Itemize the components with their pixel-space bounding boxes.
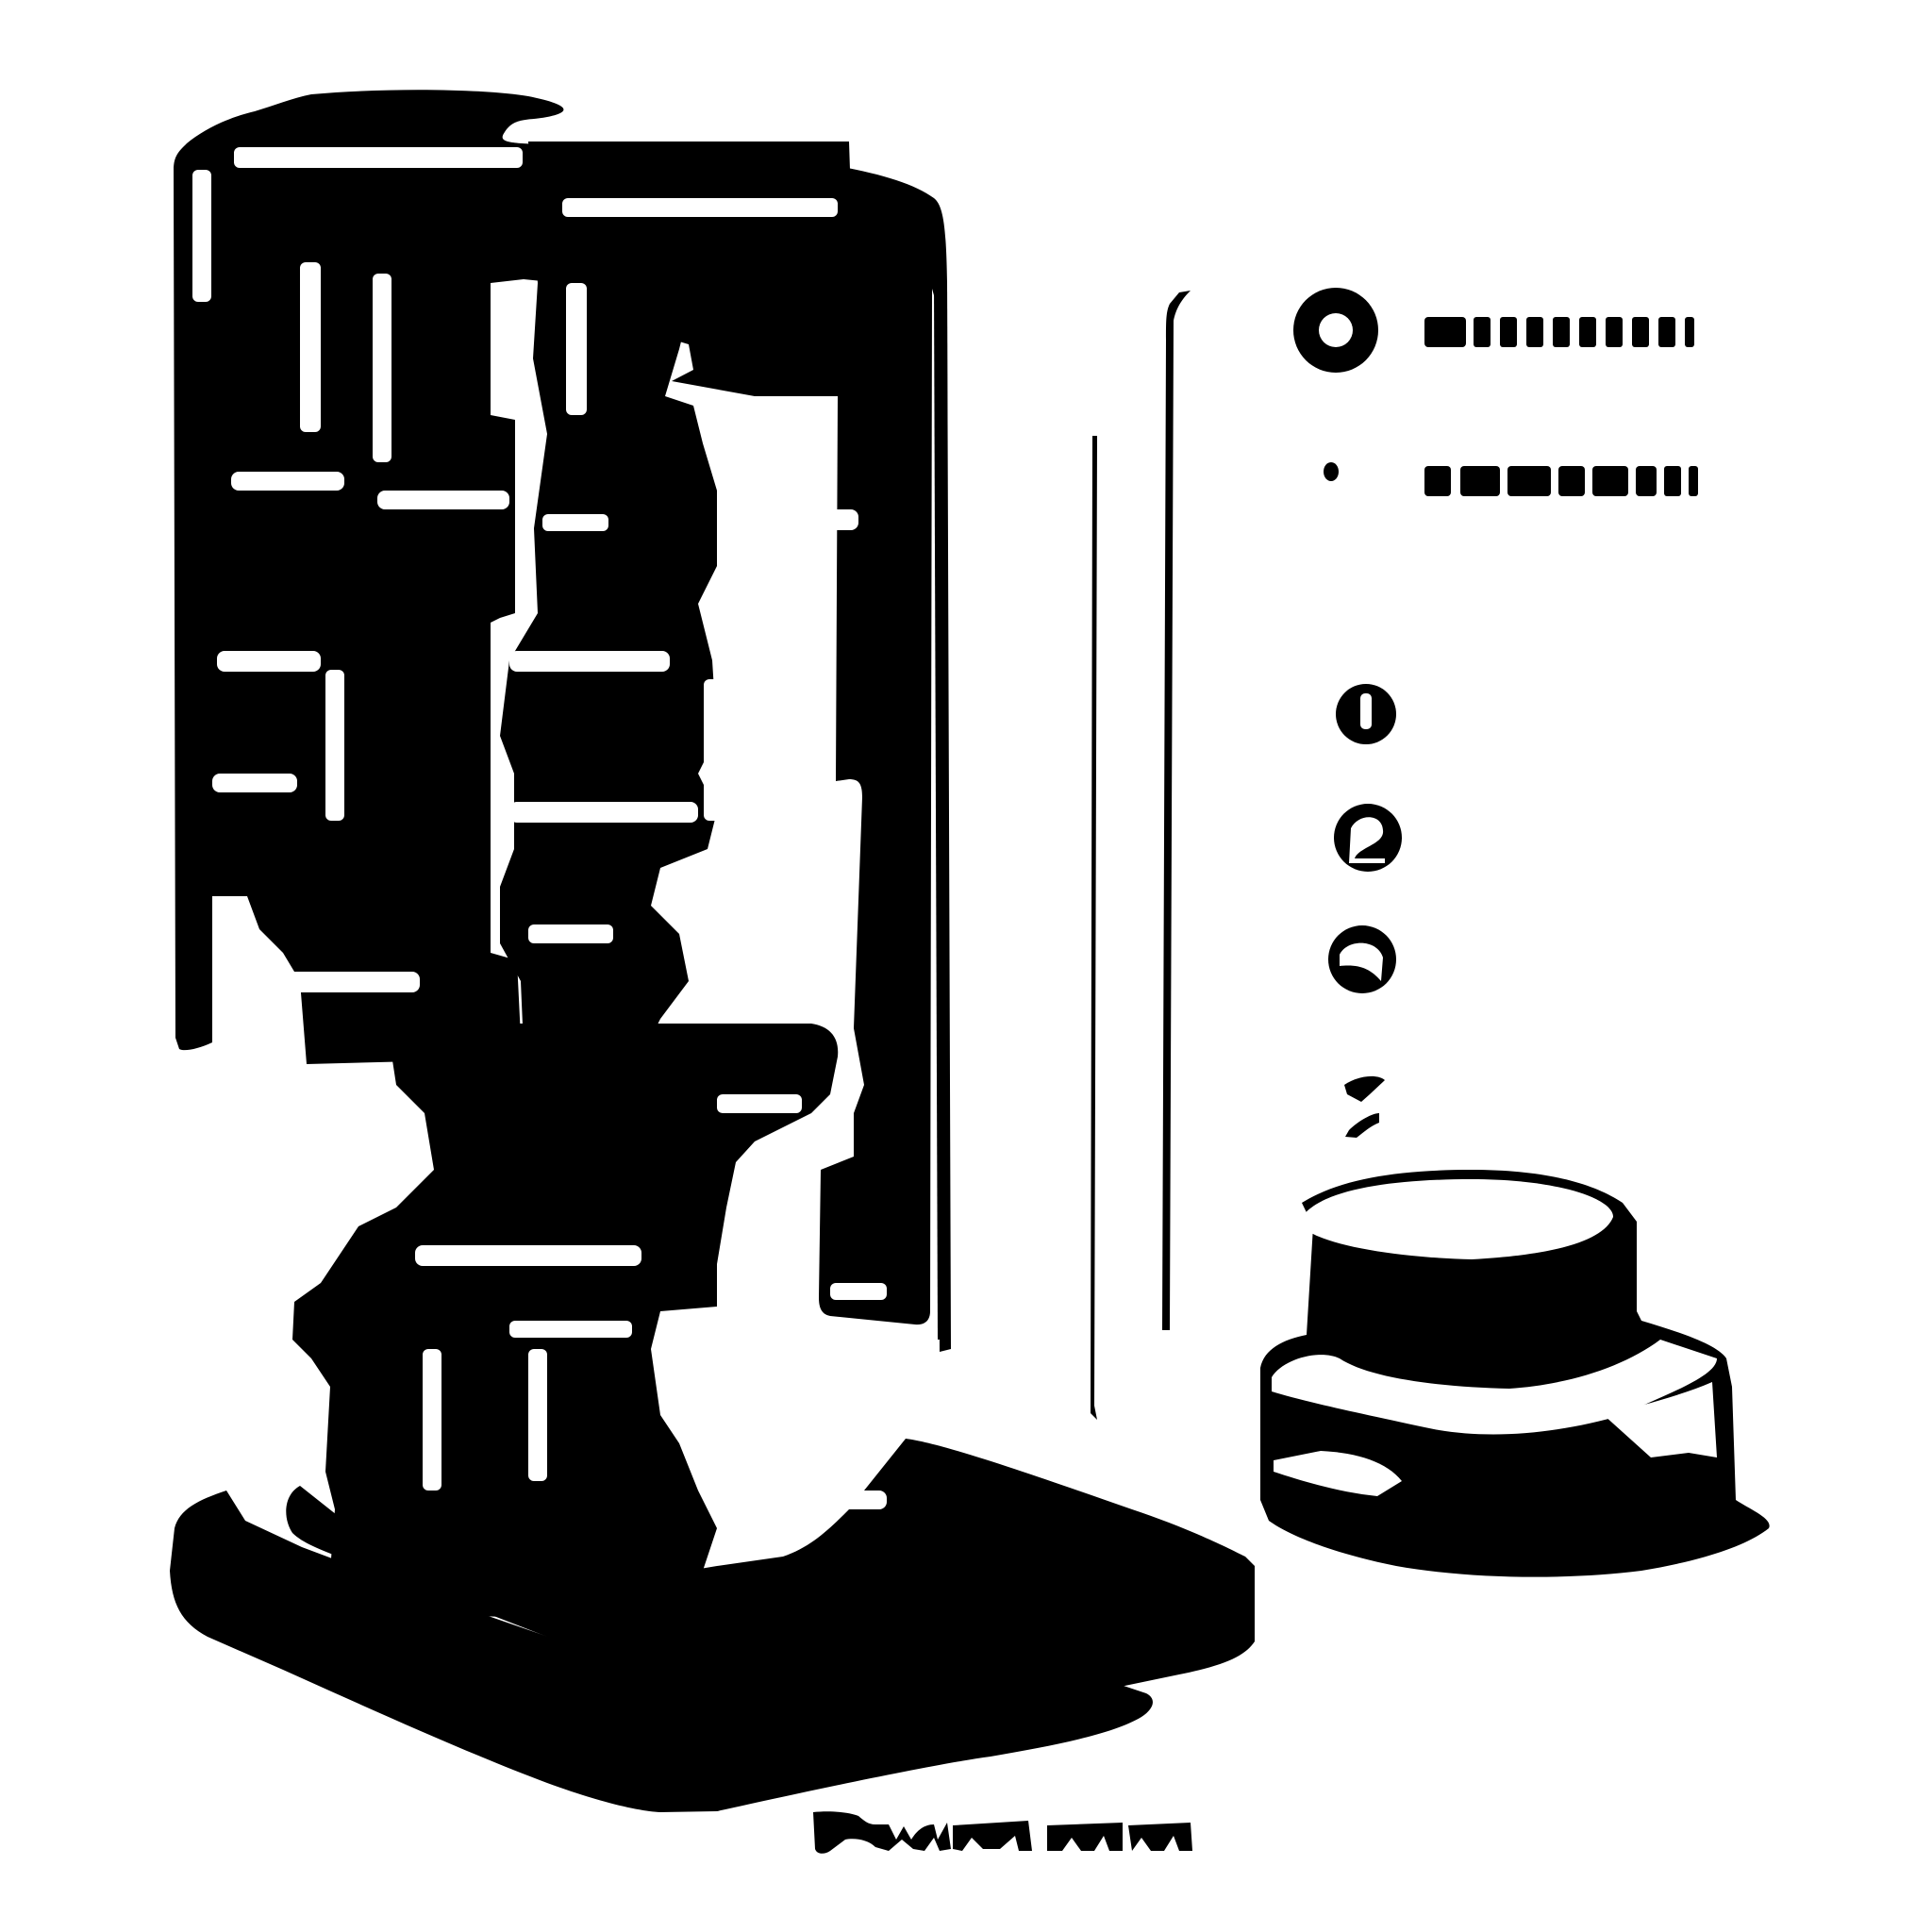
signature-text: Prwelstdmann [991, 1871, 997, 1874]
glyph-column [1293, 288, 1698, 1138]
divider-lines [1091, 291, 1191, 1420]
base-platform [170, 1439, 1255, 1812]
stencil-gaps [192, 147, 887, 1509]
cylinder-panel [174, 90, 951, 1353]
pedestal [1260, 1170, 1770, 1577]
artist-signature [813, 1811, 1192, 1854]
